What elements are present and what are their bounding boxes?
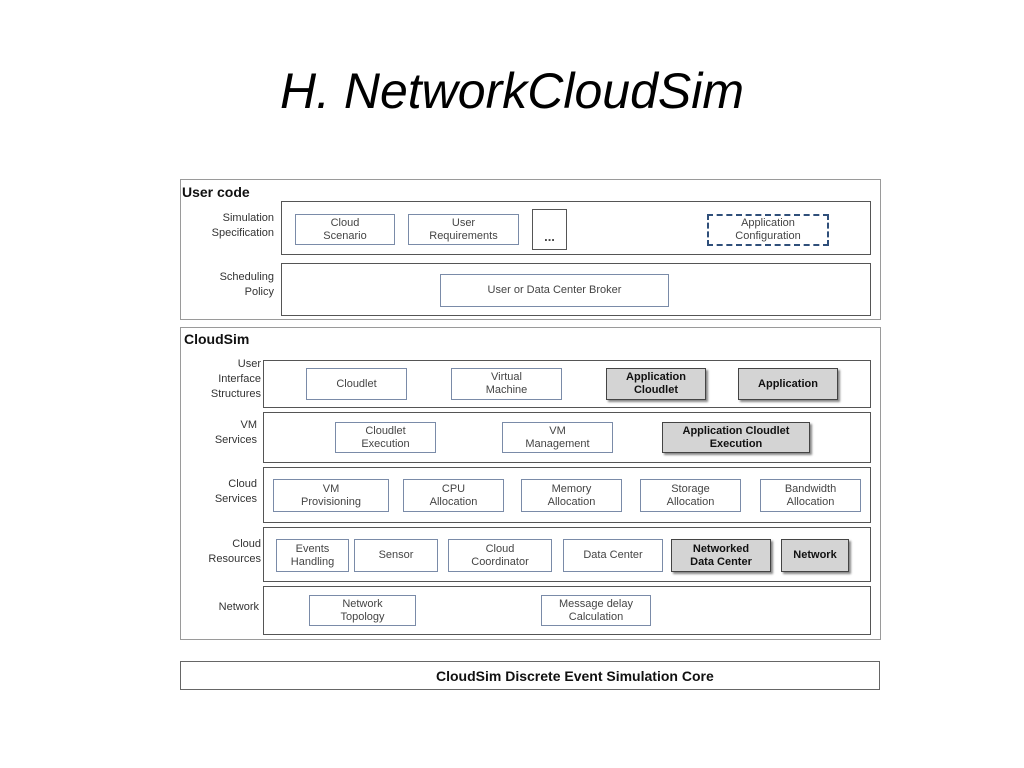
cloud-resources-label: Cloud Resources: [208, 538, 261, 565]
broker-box: User or Data Center Broker: [440, 274, 669, 307]
events-handling-box: Events Handling: [276, 539, 349, 572]
user-interface-structures-label: User Interface Structures: [210, 358, 261, 400]
vm-provisioning-box: VM Provisioning: [273, 479, 389, 512]
simulation-specification-label: Simulation Specification: [211, 212, 274, 239]
virtual-machine-box: Virtual Machine: [451, 368, 562, 400]
network-topology-box: Network Topology: [309, 595, 416, 626]
network-box: Network: [781, 539, 849, 572]
networked-data-center-box: Networked Data Center: [671, 539, 771, 572]
data-center-box: Data Center: [563, 539, 663, 572]
vm-services-label: VM Services: [214, 419, 257, 446]
vm-management-box: VM Management: [502, 422, 613, 453]
slide-title: H. NetworkCloudSim: [279, 63, 744, 119]
message-delay-calculation-box: Message delay Calculation: [541, 595, 651, 626]
cloudlet-box: Cloudlet: [306, 368, 407, 400]
cloudlet-execution-box: Cloudlet Execution: [335, 422, 436, 453]
application-cloudlet-execution-box: Application Cloudlet Execution: [662, 422, 810, 453]
more-items-box: ...: [532, 209, 567, 250]
application-configuration-box: Application Configuration: [707, 214, 829, 246]
storage-allocation-box: Storage Allocation: [640, 479, 741, 512]
application-cloudlet-box: Application Cloudlet: [606, 368, 706, 400]
scheduling-policy-label: Scheduling Policy: [219, 271, 274, 298]
user-requirements-box: User Requirements: [408, 214, 519, 245]
cloud-coordinator-box: Cloud Coordinator: [448, 539, 552, 572]
cpu-allocation-box: CPU Allocation: [403, 479, 504, 512]
cloud-services-label: Cloud Services: [214, 478, 257, 505]
network-label: Network: [218, 601, 259, 613]
cloudsim-title: CloudSim: [184, 331, 250, 347]
application-box: Application: [738, 368, 838, 400]
cloud-scenario-box: Cloud Scenario: [295, 214, 395, 245]
simulation-core-box: CloudSim Discrete Event Simulation Core: [180, 661, 880, 690]
sensor-box: Sensor: [354, 539, 438, 572]
bandwidth-allocation-box: Bandwidth Allocation: [760, 479, 861, 512]
memory-allocation-box: Memory Allocation: [521, 479, 622, 512]
user-code-title: User code: [182, 184, 250, 200]
